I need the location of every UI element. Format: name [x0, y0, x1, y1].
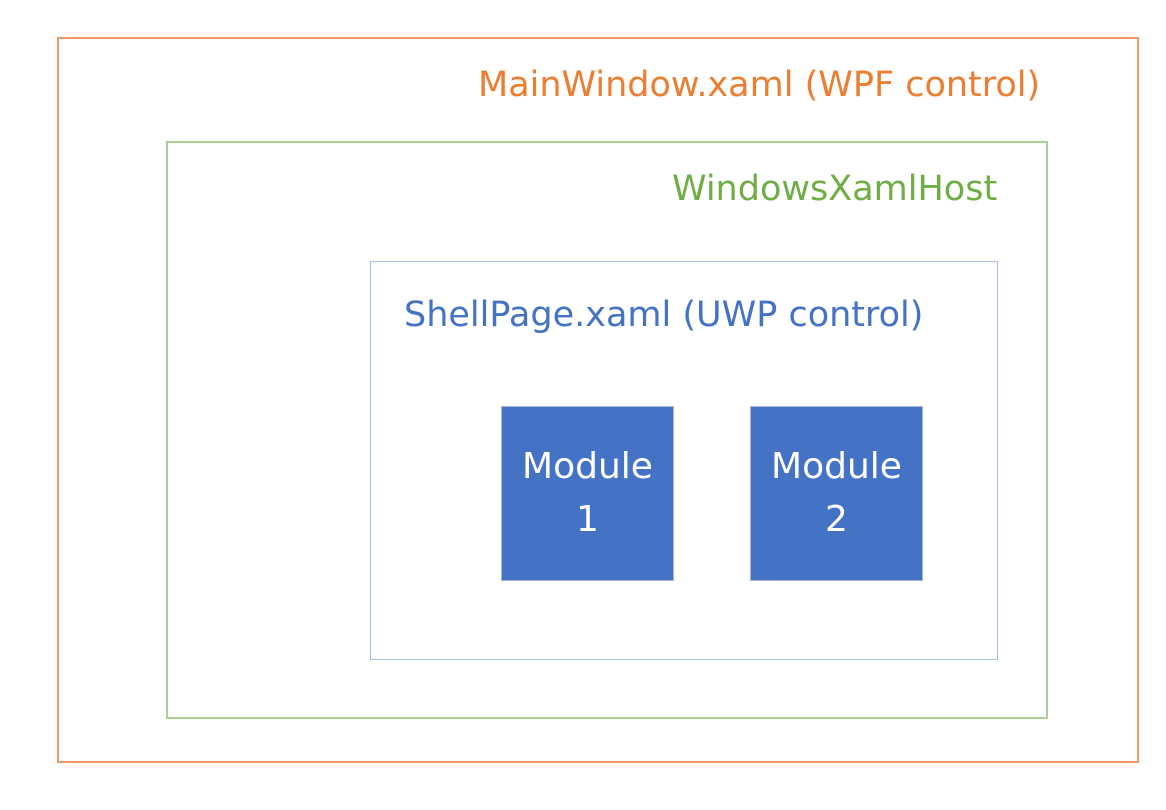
module-1-label-line2: 1	[576, 498, 599, 540]
module-1-label: Module 1	[522, 441, 653, 545]
windowsxamlhost-label: WindowsXamlHost	[672, 169, 998, 209]
mainwindow-box	[57, 37, 1139, 763]
module-2-label: Module 2	[771, 441, 902, 545]
windowsxamlhost-box	[166, 141, 1048, 719]
module-1-label-line1: Module	[522, 446, 653, 488]
shellpage-box	[370, 261, 998, 660]
mainwindow-label: MainWindow.xaml (WPF control)	[478, 65, 1041, 105]
module-2-label-line1: Module	[771, 446, 902, 488]
shellpage-label: ShellPage.xaml (UWP control)	[404, 295, 924, 335]
module-1-box: Module 1	[501, 406, 674, 581]
module-2-box: Module 2	[750, 406, 923, 581]
module-2-label-line2: 2	[825, 498, 848, 540]
